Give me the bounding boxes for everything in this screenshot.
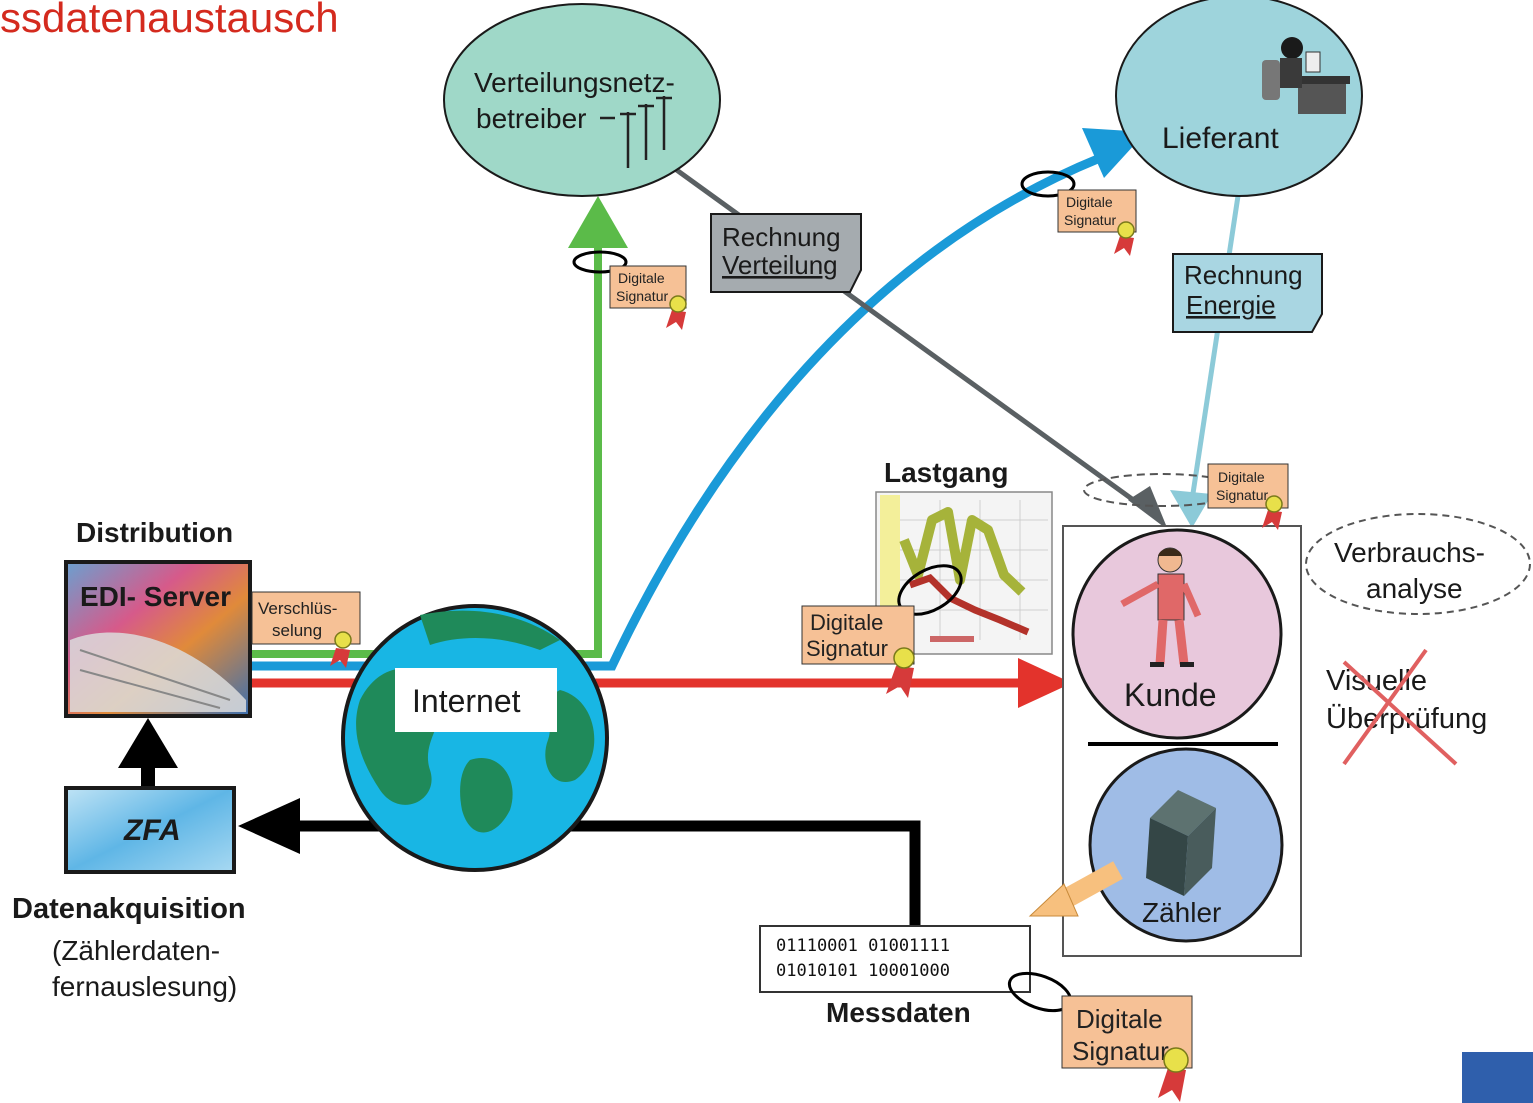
- seal-icon: [330, 631, 352, 668]
- meter-box-icon: [1146, 790, 1216, 896]
- distribution-label: Distribution: [76, 517, 233, 548]
- zfa-box: ZFA: [64, 786, 236, 874]
- verschl-line2: selung: [272, 621, 322, 640]
- sig-line2: Signatur: [1216, 487, 1268, 503]
- lightblue-arrow: [1170, 195, 1241, 528]
- lieferant-label: Lieferant: [1162, 122, 1279, 155]
- verbrauchsanalyse-node: Verbrauchs- analyse: [1305, 513, 1531, 615]
- rechnung-energie-line2: Energie: [1186, 290, 1276, 320]
- seal-icon: [886, 647, 915, 698]
- seal-icon: [1158, 1047, 1189, 1102]
- zaehlerfern-line1: (Zählerdaten-: [52, 935, 220, 966]
- seal-icon: [1262, 495, 1283, 530]
- internet-globe: Internet: [341, 604, 609, 872]
- signature-ring: [572, 250, 628, 274]
- page-title: ssdatenaustausch: [0, 0, 339, 41]
- sig-line1: Digitale: [810, 610, 883, 635]
- sig-line2: Signatur: [1064, 212, 1116, 228]
- rechnung-verteilung-line1: Rechnung: [722, 222, 841, 252]
- verteilungsnetzbetreiber-node: Verteilungsnetz- betreiber: [443, 3, 721, 197]
- rechnung-verteilung-line2: Verteilung: [722, 250, 838, 280]
- continent-shape: [460, 758, 513, 833]
- sig-line1: Digitale: [618, 270, 665, 286]
- sig-line1: Digitale: [1218, 469, 1265, 485]
- verbrauch-line1: Verbrauchs-: [1334, 537, 1485, 568]
- internet-label: Internet: [412, 683, 521, 719]
- datenakquisition-label: Datenakquisition: [12, 893, 246, 925]
- signature-ring: [1020, 170, 1076, 198]
- visuelle-ueberpruefung: Visuelle Überprüfung: [1326, 648, 1487, 766]
- rechnung-energie-line1: Rechnung: [1184, 260, 1303, 290]
- orange-arrow: [1028, 861, 1123, 917]
- vnb-signature-badge: Digitale Signatur: [572, 250, 687, 330]
- edi-server-label: EDI- Server: [80, 581, 231, 612]
- verbrauch-line2: analyse: [1366, 573, 1463, 604]
- messdaten-signature-badge: Digitale Signatur: [1007, 971, 1193, 1102]
- red-cross-icon: [1342, 648, 1458, 766]
- lastgang-label: Lastgang: [884, 457, 1008, 488]
- continent-shape: [420, 610, 560, 650]
- zaehlerfern-line2: fernauslesung): [52, 971, 237, 1002]
- verschluesselung-badge: Verschlüs- selung: [251, 591, 361, 668]
- vnb-label-line2: betreiber: [476, 103, 587, 134]
- power-pylon-icon: [600, 96, 672, 168]
- verschl-line1: Verschlüs-: [258, 599, 337, 618]
- sig-line2: Signatur: [806, 636, 888, 661]
- kunde-signature-badge: Digitale Signatur: [1207, 463, 1289, 530]
- rechnung-energie-note: Rechnung Energie: [1172, 253, 1323, 333]
- green-arrow: [250, 196, 628, 658]
- zaehler-label: Zähler: [1142, 897, 1221, 928]
- sig-line2: Signatur: [1072, 1036, 1169, 1066]
- zfa-to-edi-arrow: [118, 718, 178, 786]
- vnb-label-line1: Verteilungsnetz-: [474, 67, 675, 98]
- messdaten-label: Messdaten: [826, 997, 971, 1028]
- lieferant-node: Lieferant: [1115, 0, 1363, 197]
- continent-shape: [545, 690, 595, 782]
- person-icon: [1120, 547, 1202, 667]
- lieferant-signature-badge: Digitale Signatur: [1020, 170, 1137, 256]
- corner-square: [1462, 1052, 1533, 1103]
- sig-line1: Digitale: [1076, 1004, 1163, 1034]
- messdaten-box: 01110001 01001111 01010101 10001000: [759, 925, 1031, 993]
- zfa-label: ZFA: [123, 814, 181, 847]
- messdaten-bits-line1: 01110001 01001111: [776, 936, 950, 956]
- sig-line2: Signatur: [616, 288, 668, 304]
- seal-icon: [1114, 221, 1135, 256]
- person-at-desk-icon: [1262, 37, 1350, 114]
- seal-icon: [666, 295, 687, 330]
- lastgang-signature-badge: Digitale Signatur: [801, 564, 963, 698]
- rechnung-verteilung-note: Rechnung Verteilung: [710, 213, 862, 293]
- messdaten-bits-line2: 01010101 10001000: [776, 961, 950, 981]
- kunde-label: Kunde: [1124, 677, 1217, 713]
- edi-server-box: EDI- Server: [64, 560, 252, 718]
- sig-line1: Digitale: [1066, 194, 1113, 210]
